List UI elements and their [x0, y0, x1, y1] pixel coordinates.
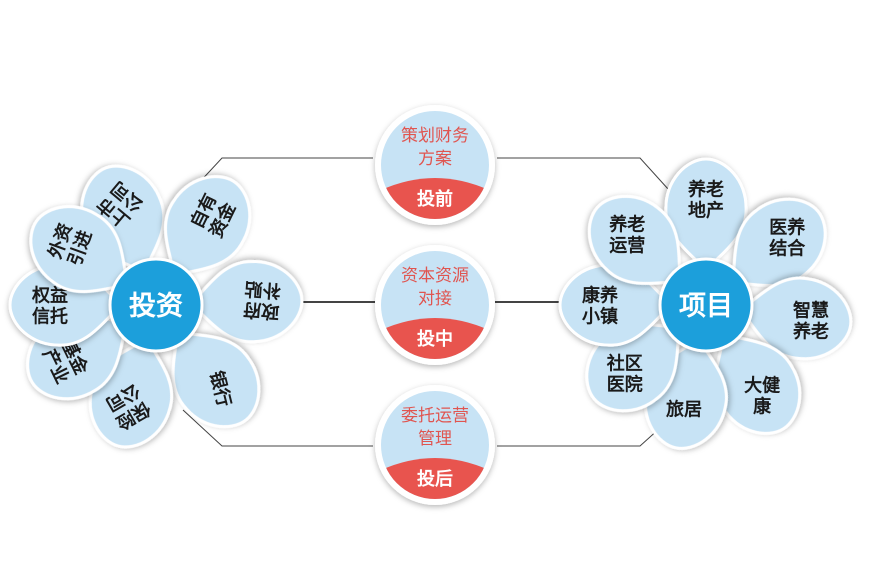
stage-phase-label: 投后: [417, 468, 453, 490]
right-petal-label: 旅居: [666, 399, 702, 421]
stage-title: 委托运营: [401, 406, 469, 426]
right-petal-label: 结合: [769, 237, 806, 259]
right-petal-label: 小镇: [582, 306, 618, 328]
right-petal-label: 大健: [744, 374, 780, 396]
right-petal-label: 智慧: [793, 299, 829, 321]
right-petal-label: 医养: [769, 216, 806, 238]
stage-title: 资本资源: [401, 266, 469, 286]
connector-lines: [182, 157, 681, 447]
stage-phase-label: 投前: [417, 188, 453, 210]
stage-phase-band: [381, 458, 489, 499]
left-hub-label: 投资: [129, 291, 183, 322]
stage-title: 策划财务: [401, 126, 469, 146]
left-petal-label: 补贴: [244, 278, 282, 303]
connector-bottom-left: [182, 409, 373, 447]
right-petal-label: 运营: [609, 235, 645, 257]
left-petal-label: 政府: [243, 299, 280, 323]
stage-title: 管理: [418, 429, 452, 449]
stage-title: 对接: [418, 289, 452, 309]
right-petal-label: 康养: [582, 285, 619, 307]
right-petal-label: 地产: [688, 200, 724, 222]
stage-phase-label: 投中: [417, 328, 453, 350]
stage-phase-band: [381, 178, 489, 219]
stage-phase-band: [381, 318, 489, 359]
right-hub-circle: [658, 257, 754, 353]
left-petal-label: 权益: [31, 285, 68, 307]
right-petal-label: 养老: [687, 179, 724, 201]
right-petal-label: 医院: [607, 374, 643, 396]
right-petal-label: 康: [753, 395, 772, 417]
right-petal-label: 社区: [607, 353, 643, 375]
stage-title: 方案: [418, 149, 452, 169]
left-petal: 银行: [171, 329, 261, 429]
right-petal-label: 养老: [792, 320, 829, 342]
right-hub-label: 项目: [679, 291, 733, 322]
left-hub-circle: [108, 257, 204, 353]
left-petal-label: 信托: [32, 306, 68, 328]
connector-top-right: [497, 157, 679, 201]
left-hub-group: 上市公司自有资金政府补贴银行保险公司基金产业权益信托外资引进投资: [8, 164, 304, 449]
right-petal-label: 养老: [608, 214, 645, 236]
